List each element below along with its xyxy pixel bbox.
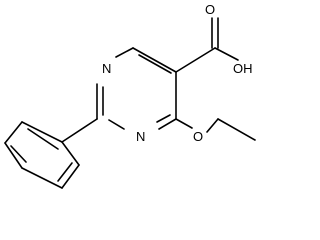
molecule-drawing: N N O OH O [4, 2, 256, 189]
bond-ph2-ph3 [4, 121, 23, 144]
bond-ph-inner-c [57, 162, 73, 182]
bond-ph5-ph6 [61, 164, 80, 189]
bond-n3-c2 [108, 119, 125, 130]
bond-c4-oether [175, 118, 193, 129]
bond-c6-c5-double [138, 54, 172, 74]
atom-label-o-carbonyl: O [205, 2, 215, 17]
bond-c4-n3-double [156, 114, 171, 123]
bond-c4-n3 [158, 118, 177, 130]
atom-label-oh: OH [233, 61, 253, 76]
bond-n1-c6 [115, 47, 134, 58]
structure-canvas: N N O OH O [4, 2, 256, 189]
bond-c5-ccooh [175, 47, 216, 73]
bond-ph1-ph2 [21, 121, 63, 143]
atom-label-n3: N [136, 129, 145, 144]
bond-c2-phenyl [61, 118, 98, 143]
atom-label-o-ether: O [193, 129, 203, 144]
bond-ph6-ph1 [61, 141, 80, 166]
bond-ch2-ch3 [217, 118, 256, 141]
bond-ph-inner-b [10, 145, 27, 163]
bond-oether-ch2 [206, 118, 219, 133]
atom-label-n1: N [102, 61, 111, 76]
bond-ph3-ph4 [4, 142, 23, 169]
bond-ph-inner-a [27, 128, 59, 150]
bond-c6-c5 [132, 47, 177, 73]
bond-ph4-ph5 [21, 167, 63, 189]
bond-c-oh [214, 47, 239, 61]
